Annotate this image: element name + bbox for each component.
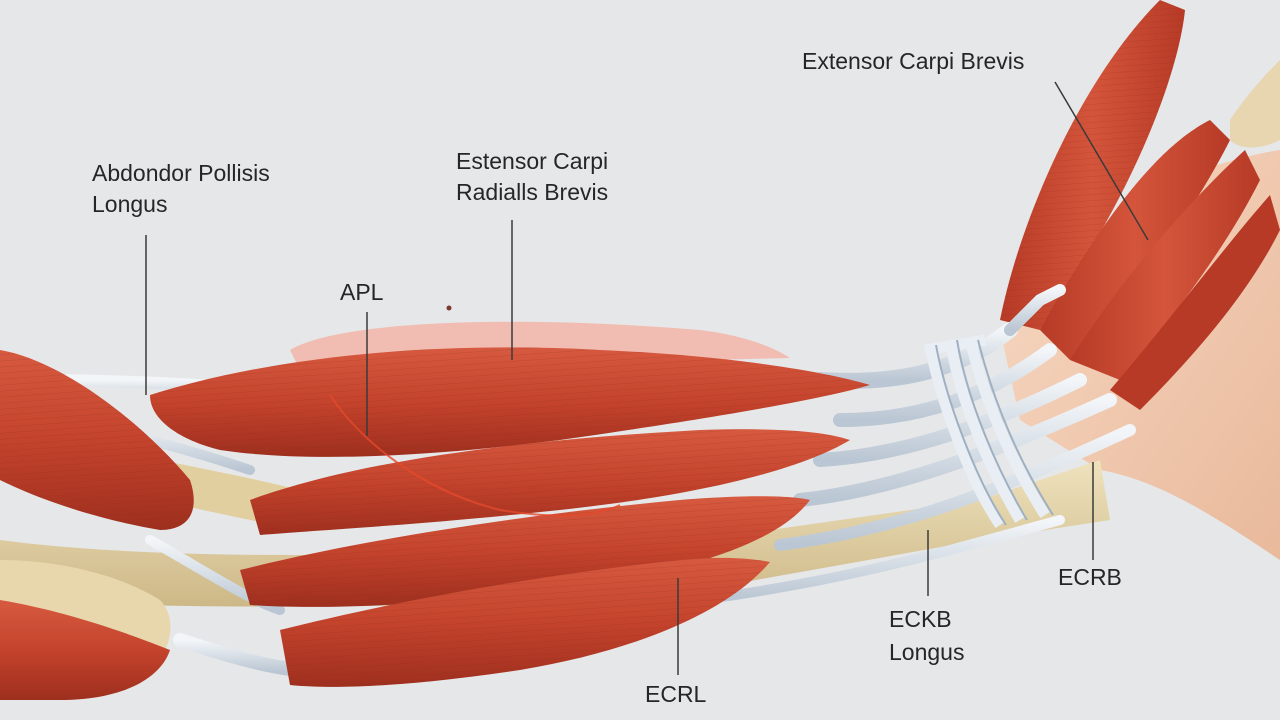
label-line: Longus [889,639,965,665]
label-line: Longus [92,191,168,217]
label-line: Extensor Carpi Brevis [802,48,1025,74]
label-ecrb-right: ECRB [1058,562,1122,593]
leader-extensor-carpi-brevis [1054,81,1149,241]
label-line: Abdondor Pollisis [92,160,270,186]
label-ecrb-longus: ECKB Longus [889,604,964,668]
label-ecrl: ECRL [645,679,706,710]
label-apl: APL [340,277,383,308]
hand-extensor-muscles [1000,0,1280,410]
label-line: ECKB [889,606,952,632]
label-abdondor-pollisis-longus: Abdondor Pollisis Longus [92,158,270,220]
extensor-retinaculum [924,334,1050,529]
label-line: Radialls Brevis [456,179,609,205]
forearm-muscles [0,347,870,700]
retinaculum-shading [935,339,1054,526]
label-line: APL [340,279,384,305]
label-extensor-carpi-radialis-brevis: Estensor Carpi Radialls Brevis [456,146,608,208]
label-extensor-carpi-brevis: Extensor Carpi Brevis [802,46,1024,77]
radial-nerve-line [329,394,621,517]
label-line: ECRL [645,681,707,707]
marker-dot [446,305,452,311]
leader-lines [145,81,1149,675]
label-line: Estensor Carpi [456,148,609,174]
label-line: ECRB [1058,564,1122,590]
